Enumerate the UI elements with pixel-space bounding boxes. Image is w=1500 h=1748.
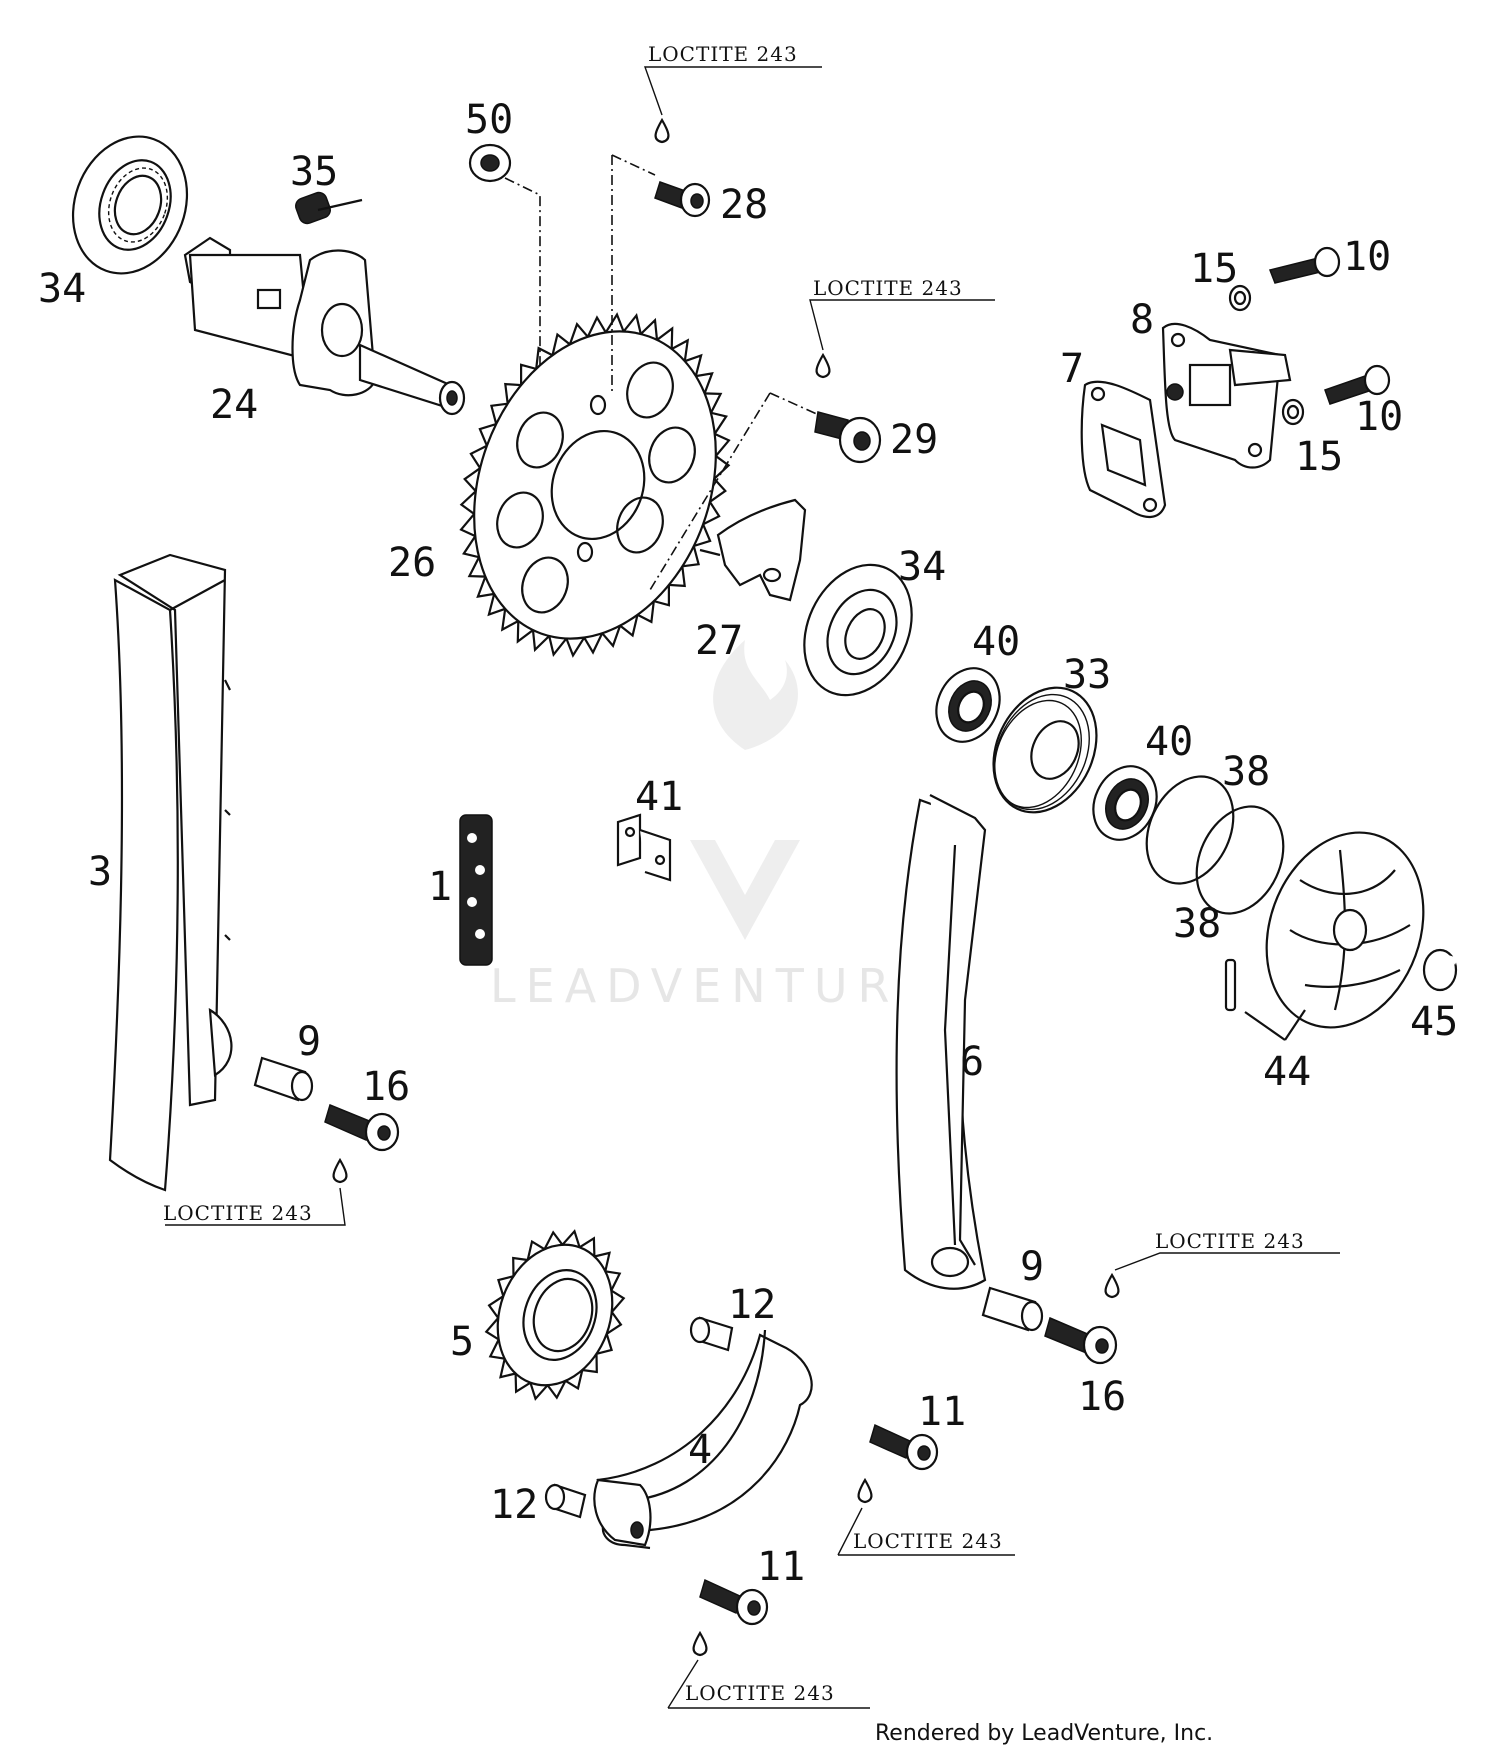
cam-sprocket-26 xyxy=(459,312,731,658)
bearing-40-right xyxy=(1092,765,1158,841)
spring-35 xyxy=(295,191,363,225)
part-label-50: 50 xyxy=(465,97,513,143)
bolt-28 xyxy=(654,181,711,218)
sleeve-12-upper xyxy=(689,1316,734,1352)
part-label-16: 16 xyxy=(362,1064,410,1110)
bolt-29 xyxy=(814,411,882,464)
part-label-26: 26 xyxy=(388,540,436,586)
rendered-by-footer: Rendered by LeadVenture, Inc. xyxy=(875,1721,1213,1746)
bolt-16-left xyxy=(324,1103,400,1152)
lever-27 xyxy=(699,498,807,602)
loctite-label: LOCTITE 243 xyxy=(163,1201,313,1225)
crank-sprocket-5 xyxy=(484,1229,626,1401)
washers-15 xyxy=(1228,284,1305,426)
part-label-9: 9 xyxy=(297,1019,321,1065)
part-label-27: 27 xyxy=(695,618,743,664)
nut-50 xyxy=(468,143,512,183)
part-label-33: 33 xyxy=(1063,652,1111,698)
part-label-28: 28 xyxy=(720,182,768,228)
part-label-6: 6 xyxy=(960,1039,984,1085)
loctite-drop-icons xyxy=(332,117,1120,1657)
leadventure-watermark: LEADVENTURE xyxy=(490,640,939,1013)
bearing-40-left xyxy=(935,667,1001,743)
part-label-34: 34 xyxy=(898,544,946,590)
tensioner-rail-6 xyxy=(895,794,987,1290)
bolt-16-right xyxy=(1044,1316,1118,1365)
pin-44 xyxy=(1224,958,1306,1041)
part-label-3: 3 xyxy=(88,849,112,895)
part-label-4: 4 xyxy=(688,1427,712,1473)
loctite-label: LOCTITE 243 xyxy=(813,276,963,300)
part-label-10: 10 xyxy=(1343,234,1391,280)
part-label-12: 12 xyxy=(490,1482,538,1528)
part-label-24: 24 xyxy=(210,382,258,428)
part-label-12: 12 xyxy=(728,1282,776,1328)
part-label-10: 10 xyxy=(1355,394,1403,440)
chain-guide-3 xyxy=(108,553,233,1192)
impeller xyxy=(1265,831,1425,1029)
watermark-flame-icon xyxy=(713,640,798,750)
bearing-34-top xyxy=(71,135,189,275)
bolt-11-upper xyxy=(869,1423,939,1471)
o-rings-38 xyxy=(1145,775,1285,915)
timing-chain-1 xyxy=(459,814,493,966)
loctite-label: LOCTITE 243 xyxy=(685,1681,835,1705)
part-label-5: 5 xyxy=(450,1319,474,1365)
loctite-label: LOCTITE 243 xyxy=(648,42,798,66)
part-label-15: 15 xyxy=(1190,246,1238,292)
bearing-34-mid xyxy=(803,563,913,697)
bolt-11-lower xyxy=(699,1578,769,1626)
chain-guide-4 xyxy=(593,1329,813,1550)
part-label-11: 11 xyxy=(918,1389,966,1435)
tensioner-8 xyxy=(1161,322,1292,469)
part-label-44: 44 xyxy=(1263,1049,1311,1095)
part-label-8: 8 xyxy=(1130,297,1154,343)
part-label-40: 40 xyxy=(1145,719,1193,765)
circlip-45 xyxy=(1422,948,1458,992)
part-label-9: 9 xyxy=(1020,1244,1044,1290)
part-label-29: 29 xyxy=(890,417,938,463)
seal-33 xyxy=(992,686,1098,814)
watermark-text: LEADVENTURE xyxy=(490,959,939,1013)
part-label-15: 15 xyxy=(1295,434,1343,480)
camshaft-24 xyxy=(183,236,466,416)
watermark-v-icon xyxy=(690,840,800,940)
sleeve-9-right xyxy=(981,1286,1044,1332)
loctite-leaders xyxy=(165,66,1340,1709)
part-label-45: 45 xyxy=(1410,999,1458,1045)
bolts-10 xyxy=(1268,246,1391,405)
part-label-40: 40 xyxy=(972,619,1020,665)
part-label-41: 41 xyxy=(635,774,683,820)
part-label-35: 35 xyxy=(290,149,338,195)
part-label-11: 11 xyxy=(757,1544,805,1590)
part-label-34: 34 xyxy=(38,266,86,312)
part-label-7: 7 xyxy=(1060,346,1084,392)
part-label-38: 38 xyxy=(1222,749,1270,795)
part-label-1: 1 xyxy=(428,864,452,910)
loctite-label: LOCTITE 243 xyxy=(1155,1229,1305,1253)
sleeve-12-lower xyxy=(544,1483,587,1519)
part-label-38: 38 xyxy=(1173,901,1221,947)
part-label-16: 16 xyxy=(1078,1374,1126,1420)
sleeve-9-left xyxy=(253,1056,314,1102)
loctite-label: LOCTITE 243 xyxy=(853,1529,1003,1553)
gasket-7 xyxy=(1080,380,1167,518)
chain-link-41 xyxy=(616,813,672,882)
